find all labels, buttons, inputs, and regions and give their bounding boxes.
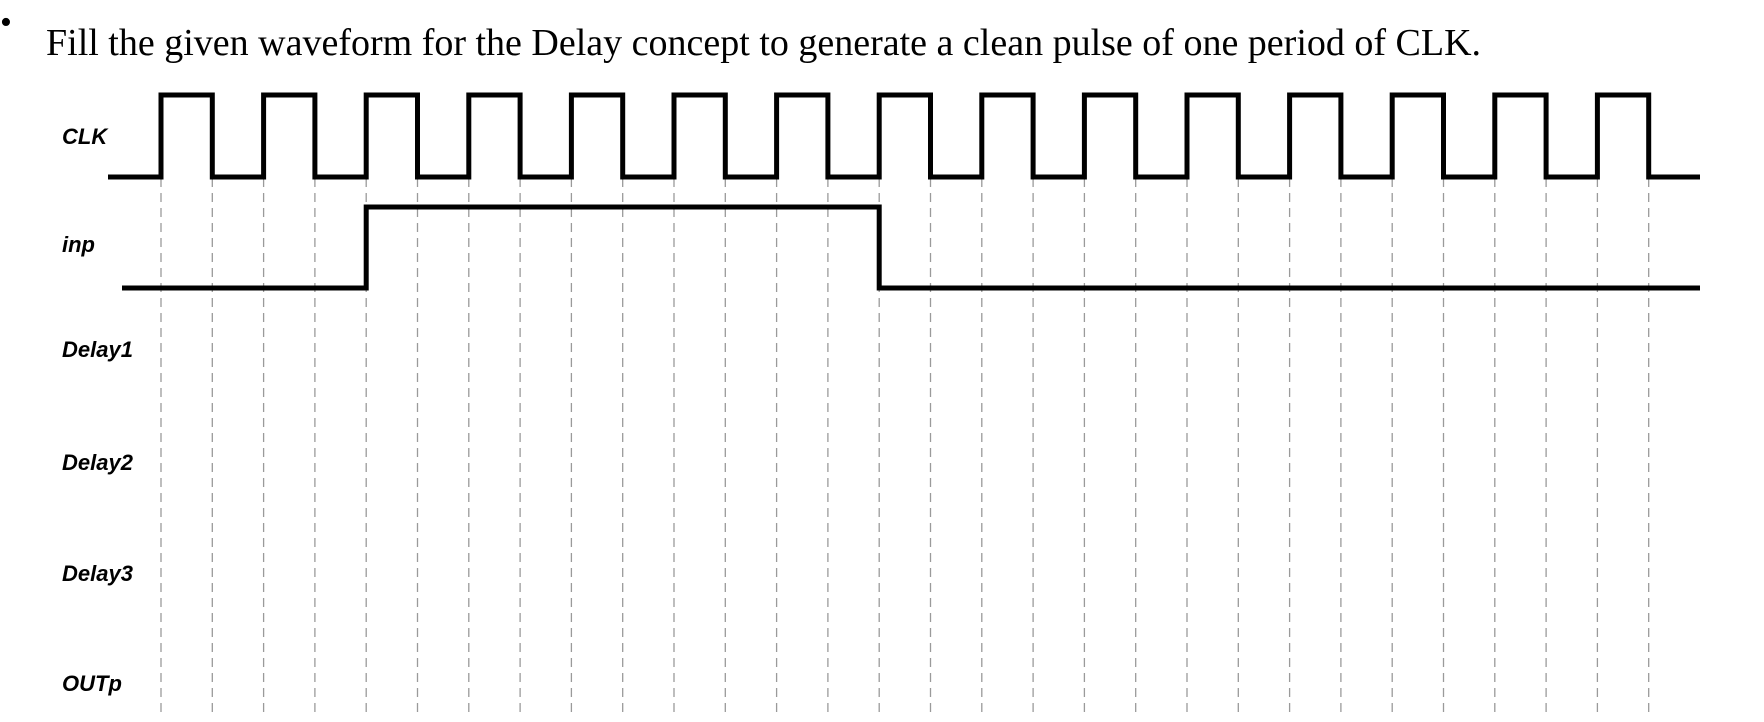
signal-label-outp: OUTp [62,671,122,696]
signal-label-delay1: Delay1 [62,337,133,362]
signal-label-inp: inp [62,232,95,257]
question-bullet: • [0,4,12,41]
waveform-inp [122,204,1700,291]
signal-label-delay3: Delay3 [62,561,133,586]
grid-lines [160,178,1650,712]
signal-label-clk: CLK [62,124,109,149]
question-text: Fill the given waveform for the Delay co… [46,22,1482,64]
signal-waveforms [108,92,1700,291]
waveform-clk [108,92,1700,180]
signal-label-delay2: Delay2 [62,450,134,475]
